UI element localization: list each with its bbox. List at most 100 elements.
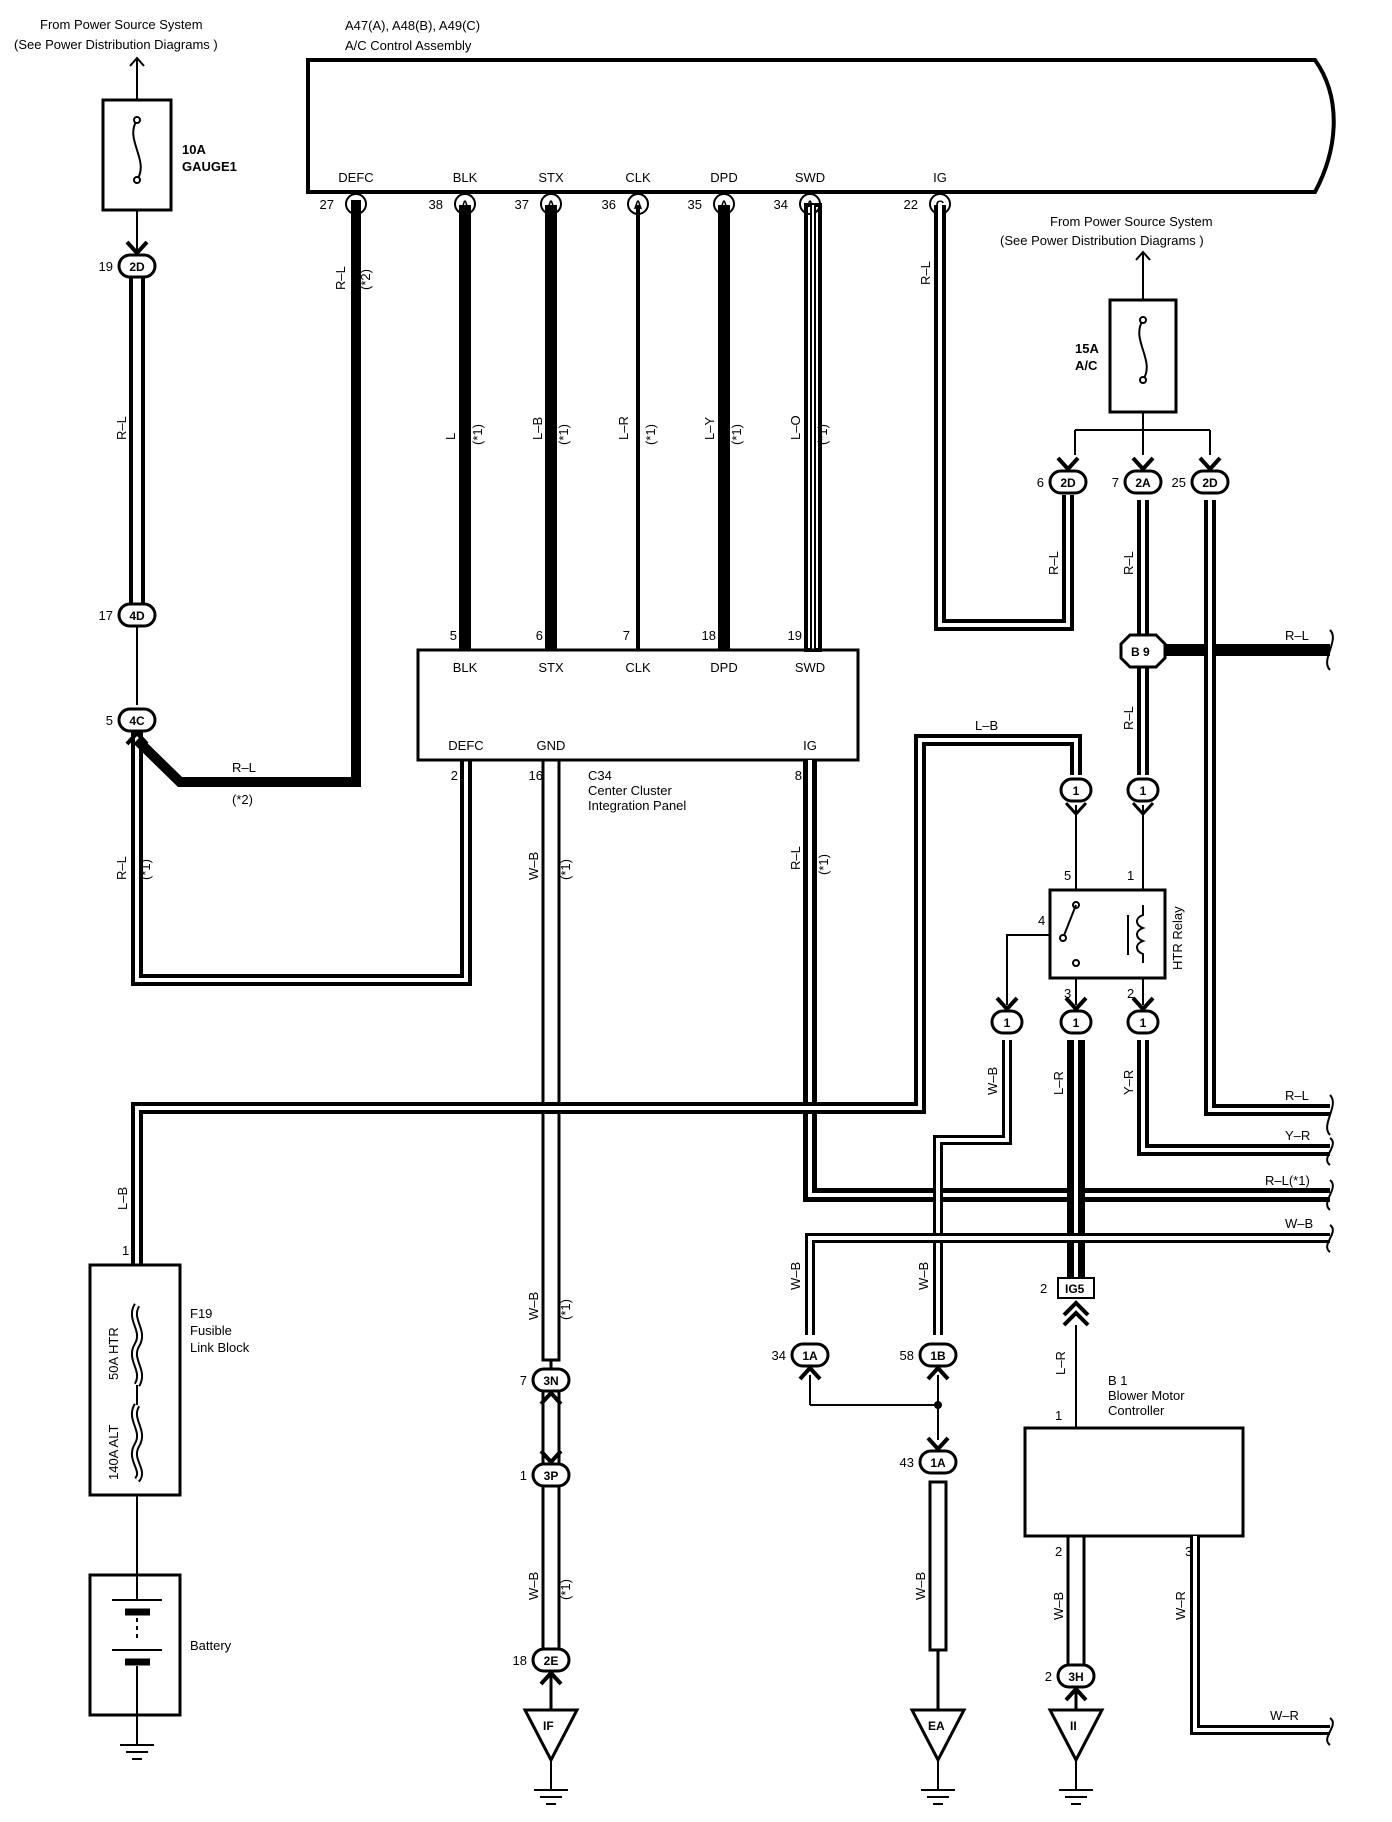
right-edge-breaks bbox=[1326, 629, 1334, 1746]
ac-control-title-2: A/C Control Assembly bbox=[345, 38, 472, 53]
c34-id: C34 bbox=[588, 768, 612, 783]
blower-pin-3: 3 bbox=[1185, 1544, 1192, 1559]
fuse-ac: 15A A/C bbox=[1074, 298, 1211, 455]
connector-3n-7: 3N7 bbox=[520, 1367, 571, 1406]
c34-name-1: Center Cluster bbox=[588, 783, 672, 798]
connector-id: 2D bbox=[129, 260, 145, 274]
fuse-50a-label: 50A HTR bbox=[106, 1327, 121, 1380]
right-label-yr: Y–R bbox=[1285, 1128, 1310, 1143]
wire-label-defc-star2-top: (*2) bbox=[358, 269, 373, 290]
wire-label-1b-wb: W–B bbox=[916, 1262, 931, 1290]
wires-ac-to-c34: L L–B L–R L–Y L–O (*1) (*1) (*1) (*1) (*… bbox=[443, 203, 830, 652]
wire-star-dpd: (*1) bbox=[729, 424, 744, 445]
wire-label-c34ig-star: (*1) bbox=[816, 854, 831, 875]
connector-id: 2D bbox=[1202, 476, 1218, 490]
connector-pin-num: 1 bbox=[520, 1468, 527, 1483]
c34-top-pin-name-dpd: DPD bbox=[710, 660, 737, 675]
c34-top-pin-num-blk: 5 bbox=[450, 628, 457, 643]
ac-pin-num-swd: 34 bbox=[774, 197, 788, 212]
c34-top-pin-name-clk: CLK bbox=[625, 660, 651, 675]
wire-label-blower-wb: W–B bbox=[1051, 1592, 1066, 1620]
blower-id: B 1 bbox=[1108, 1373, 1128, 1388]
c34-bottom-pin-num-ig: 8 bbox=[795, 768, 802, 783]
wire-label-b9-down: R–L bbox=[1121, 706, 1136, 730]
ground-ea: EA bbox=[909, 1708, 967, 1805]
blower-name-1: Blower Motor bbox=[1108, 1388, 1185, 1403]
wire-label-defc-star2: (*2) bbox=[232, 792, 253, 807]
wire-label-defc-rl-top: R–L bbox=[333, 266, 348, 290]
connector-pin-num: 17 bbox=[99, 608, 113, 623]
wire-star-stx: (*1) bbox=[556, 424, 571, 445]
connector-pin-num: 18 bbox=[513, 1653, 527, 1668]
connector-h1-label: 1 bbox=[1004, 1016, 1011, 1030]
wire-c34-gnd: W–B (*1) W–B (*1) W–B (*1) bbox=[526, 758, 573, 1710]
ac-control-title-1: A47(A), A48(B), A49(C) bbox=[345, 18, 480, 33]
wire-label-1a43-wb: W–B bbox=[913, 1572, 928, 1600]
connector-pin-num: 58 bbox=[900, 1348, 914, 1363]
blower-pin-2: 2 bbox=[1055, 1544, 1062, 1559]
fusible-id: F19 bbox=[190, 1306, 212, 1321]
wire-star-swd: (*1) bbox=[815, 424, 830, 445]
wire-label-relay-lr: L–R bbox=[1051, 1071, 1066, 1095]
fuse-gauge1-name: GAUGE1 bbox=[182, 159, 237, 174]
connector-h1-label: 1 bbox=[1073, 1016, 1080, 1030]
connector-pin-num: 7 bbox=[520, 1373, 527, 1388]
c34-top-pin-num-swd: 19 bbox=[788, 628, 802, 643]
wire-label-blk: L bbox=[443, 433, 458, 440]
ig5-pin: 2 bbox=[1040, 1281, 1047, 1296]
htr-relay: HTR Relay 5 1 4 3 2 bbox=[1006, 805, 1185, 1005]
connector-4c-5: 4C5 bbox=[106, 707, 157, 746]
wire-label-lb-top: L–B bbox=[975, 718, 998, 733]
wire-left-column: R–L R–L (*1) R–L (*2) R–L (*2) bbox=[114, 200, 472, 986]
right-label-rl: R–L bbox=[1285, 1088, 1309, 1103]
htr-pin-2: 2 bbox=[1127, 986, 1134, 1001]
connector-h1-0: 1 bbox=[1059, 777, 1093, 817]
ac-pin-num-clk: 36 bbox=[602, 197, 616, 212]
ac-pin-name-dpd: DPD bbox=[710, 170, 737, 185]
fuse-gauge1: 10A GAUGE1 bbox=[101, 98, 237, 212]
c34-top-pin-num-dpd: 18 bbox=[702, 628, 716, 643]
connector-3h-2: 3H2 bbox=[1045, 1663, 1096, 1702]
ac-pin-name-clk: CLK bbox=[625, 170, 651, 185]
htr-pin-1: 1 bbox=[1127, 868, 1134, 883]
connector-h1-1: 1 bbox=[1126, 777, 1160, 817]
wire-c34-ig: R–L (*1) bbox=[788, 760, 1330, 1202]
battery: Battery bbox=[88, 1573, 232, 1760]
wire-label-2d6: R–L bbox=[1046, 551, 1061, 575]
wire-star-clk: (*1) bbox=[643, 424, 658, 445]
wire-ig: R–L bbox=[918, 205, 1074, 631]
ac-pin-num-defc: 27 bbox=[320, 197, 334, 212]
c34-name-2: Integration Panel bbox=[588, 798, 686, 813]
wires-relay-out: W–B W–B L–R Y–R Y–R R–L(*1) W–B W–B bbox=[788, 1040, 1330, 1335]
b9-label: B 9 bbox=[1131, 645, 1150, 659]
wire-label-1a-wb: W–B bbox=[788, 1262, 803, 1290]
fusible-pin: 1 bbox=[122, 1243, 129, 1258]
htr-pin-4: 4 bbox=[1038, 913, 1045, 928]
connector-id: 3P bbox=[544, 1469, 559, 1483]
b9-junction: B 9 bbox=[1119, 633, 1167, 669]
c34-bottom-pin-num-defc: 2 bbox=[451, 768, 458, 783]
ground-ii-label: II bbox=[1070, 1719, 1077, 1733]
wire-label-relay-yr: Y–R bbox=[1121, 1070, 1136, 1095]
connector-id: 2E bbox=[544, 1654, 559, 1668]
htr-pin-3: 3 bbox=[1064, 986, 1071, 1001]
wire-label-gnd-star: (*1) bbox=[558, 859, 573, 880]
c34-top-pin-name-stx: STX bbox=[538, 660, 564, 675]
wire-label-blower-wr: W–R bbox=[1173, 1591, 1188, 1620]
connector-pin-num: 5 bbox=[106, 713, 113, 728]
ac-pin-name-ig: IG bbox=[933, 170, 947, 185]
connector-2a-7: 2A7 bbox=[1112, 456, 1163, 495]
wire-label-defc-rl: R–L bbox=[232, 760, 256, 775]
htr-pin-5: 5 bbox=[1064, 868, 1071, 883]
wire-label-clk: L–R bbox=[616, 416, 631, 440]
blower-motor-area: IG5 2 L–R B 1 Blower Motor Controller 1 … bbox=[1023, 1277, 1330, 1735]
fusible-name-1: Fusible bbox=[190, 1323, 232, 1338]
wire-label-swd: L–O bbox=[788, 415, 803, 440]
ground-if-label: IF bbox=[543, 1719, 554, 1733]
